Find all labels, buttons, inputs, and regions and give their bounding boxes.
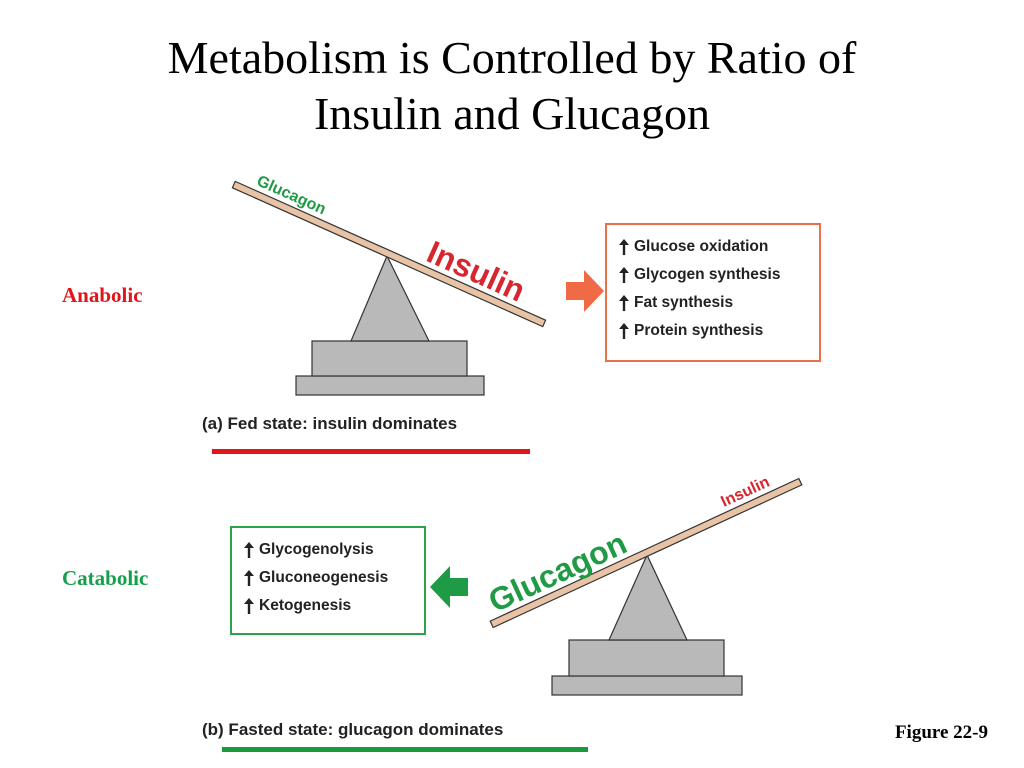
- slide-title: Metabolism is Controlled by Ratio of Ins…: [0, 30, 1024, 142]
- title-line-1: Metabolism is Controlled by Ratio of: [167, 32, 857, 83]
- arrow-left-icon: [430, 566, 468, 608]
- effect-label: Glycogenolysis: [259, 541, 374, 558]
- seesaw-a: Glucagon Insulin: [231, 173, 604, 396]
- seesaw-a-base-bottom: [295, 375, 485, 396]
- anabolic-effects-box: Glucose oxidation Glycogen synthesis Fat…: [605, 223, 821, 362]
- effect-label: Glycogen synthesis: [634, 266, 781, 283]
- seesaw-b: Glucagon Insulin: [430, 474, 803, 696]
- effect-item: Glucose oxidation: [619, 233, 809, 261]
- panel-a-underline: [212, 449, 530, 454]
- up-arrow-icon: [619, 267, 629, 283]
- seesaw-b-base-top: [568, 639, 725, 677]
- up-arrow-icon: [619, 295, 629, 311]
- up-arrow-icon: [244, 542, 254, 558]
- up-arrow-icon: [619, 239, 629, 255]
- title-line-2: Insulin and Glucagon: [313, 88, 711, 139]
- seesaw-b-base-bottom: [551, 675, 743, 696]
- effect-item: Ketogenesis: [244, 592, 414, 620]
- figure-reference: Figure 22-9: [894, 722, 988, 743]
- seesaw-b-fulcrum: [608, 553, 688, 641]
- effect-item: Glycogenolysis: [244, 536, 414, 564]
- effect-label: Ketogenesis: [259, 597, 352, 614]
- up-arrow-icon: [244, 570, 254, 586]
- effect-label: Fat synthesis: [634, 294, 734, 311]
- panel-b-caption: (b) Fasted state: glucagon dominates: [202, 720, 504, 739]
- catabolic-label: Catabolic: [62, 566, 149, 590]
- effect-label: Glucose oxidation: [634, 238, 769, 255]
- effect-item: Glycogen synthesis: [619, 261, 809, 289]
- seesaw-a-base-top: [311, 340, 468, 377]
- effect-item: Protein synthesis: [619, 317, 809, 345]
- effect-label: Gluconeogenesis: [259, 569, 389, 586]
- anabolic-label: Anabolic: [62, 283, 143, 307]
- up-arrow-icon: [244, 598, 254, 614]
- up-arrow-icon: [619, 323, 629, 339]
- panel-a-caption: (a) Fed state: insulin dominates: [202, 414, 458, 433]
- seesaw-a-fulcrum: [350, 254, 430, 342]
- panel-b-underline: [222, 747, 588, 752]
- effect-item: Fat synthesis: [619, 289, 809, 317]
- arrow-right-icon: [566, 270, 604, 312]
- effect-label: Protein synthesis: [634, 322, 764, 339]
- catabolic-effects-box: Glycogenolysis Gluconeogenesis Ketogenes…: [230, 526, 426, 635]
- effect-item: Gluconeogenesis: [244, 564, 414, 592]
